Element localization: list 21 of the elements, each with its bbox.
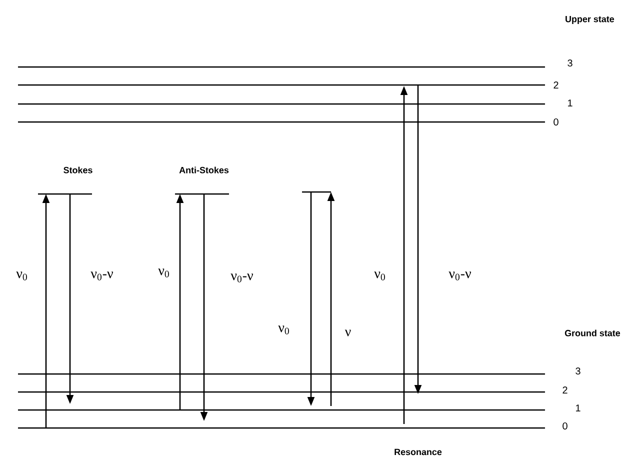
level-number: 1 <box>568 100 572 106</box>
frequency-label: ν$_{0}$ <box>278 326 289 334</box>
level-number: 3 <box>576 367 580 375</box>
level-number: 2 <box>562 386 568 394</box>
state-label: Anti-Stokes <box>179 166 229 174</box>
frequency-label: ν$_{0}$ <box>374 272 385 280</box>
level-number: 2 <box>554 82 558 88</box>
state-label: Stokes <box>64 166 92 174</box>
state-label: Ground state <box>564 330 620 336</box>
frequency-label: ν$_{0}$-ν <box>90 272 113 280</box>
frequency-label: ν$_{0}$ <box>16 272 27 280</box>
state-label: Resonance <box>394 448 442 456</box>
level-number: 1 <box>576 404 580 412</box>
level-number: 3 <box>568 59 572 67</box>
level-number: 0 <box>562 422 568 430</box>
frequency-label: ν$_{0}$ <box>158 268 169 278</box>
frequency-label: ν$_{0}$-ν <box>230 274 253 282</box>
state-label: Upper state <box>566 16 614 24</box>
level-number: 0 <box>554 118 558 126</box>
frequency-label: ν <box>344 330 351 336</box>
frequency-label: ν$_{0}$-ν <box>448 272 471 280</box>
